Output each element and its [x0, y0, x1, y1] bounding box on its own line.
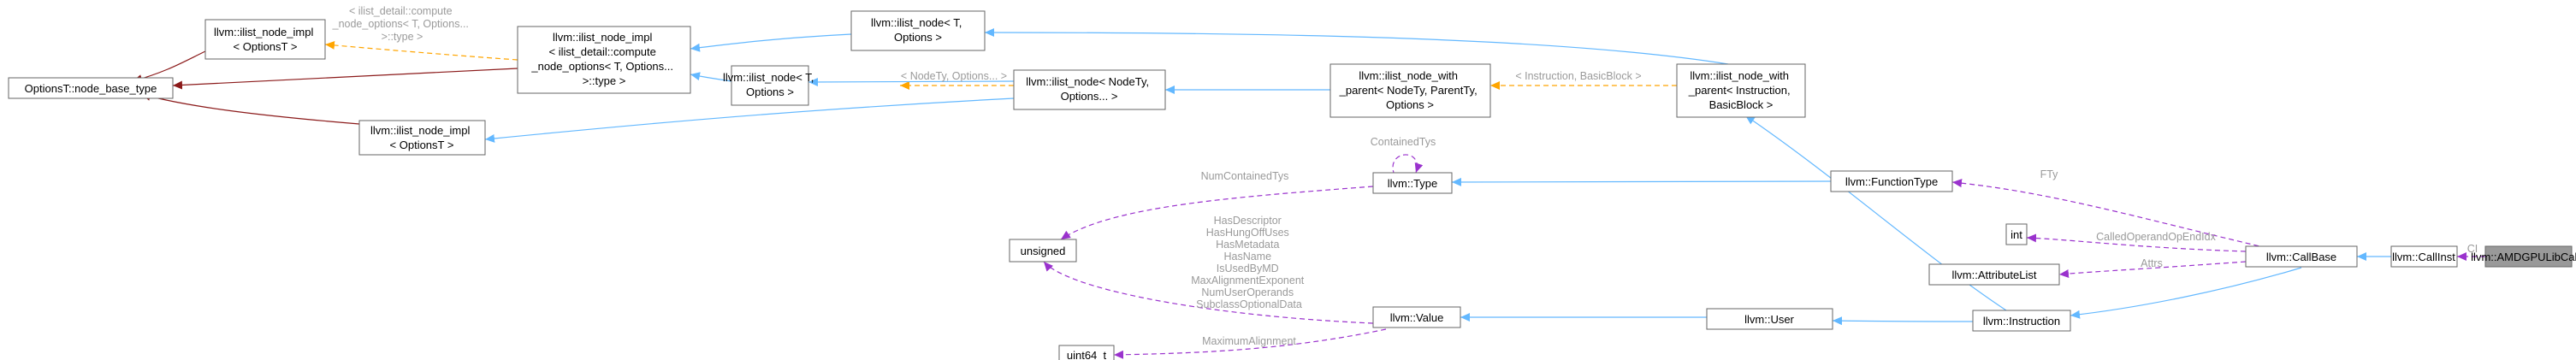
- node-ilist-node-impl-low[interactable]: llvm::ilist_node_impl < OptionsT >: [358, 120, 486, 156]
- svg-text:llvm::Type: llvm::Type: [1388, 177, 1438, 190]
- svg-text:int: int: [2010, 228, 2022, 241]
- label-value-fields: HasDescriptor HasHungOffUses HasMetadata…: [1191, 215, 1307, 310]
- nodes: llvm::ilist_node_impl < OptionsT > Optio…: [8, 10, 2576, 360]
- node-unsigned[interactable]: unsigned: [1009, 239, 1077, 263]
- svg-text:llvm::AMDGPULibCalls: llvm::AMDGPULibCalls: [2471, 251, 2576, 263]
- edge-callbase-to-functiontype: [1951, 179, 2268, 249]
- svg-text:llvm::ilist_node_impl: llvm::ilist_node_impl < OptionsT >: [370, 124, 473, 151]
- edge-inst-parent-to-top: [984, 28, 1729, 65]
- node-type[interactable]: llvm::Type: [1372, 172, 1453, 194]
- edge-template-compute: [324, 40, 518, 61]
- edge-type-self-contained: [1392, 154, 1424, 176]
- node-ilist-node-t-options-top[interactable]: llvm::ilist_node< T, Options >: [850, 10, 986, 51]
- svg-text:llvm::ilist_node_with: llvm::ilist_node_with _parent< Instructi…: [1688, 69, 1794, 111]
- node-ilist-node-with-parent-generic[interactable]: llvm::ilist_node_with _parent< NodeTy, P…: [1329, 63, 1491, 118]
- edge-value-to-uint64: [1113, 328, 1387, 359]
- edge-impl-low-to-base: [140, 92, 360, 125]
- svg-text:llvm::ilist_node< NodeTy,: llvm::ilist_node< NodeTy, Options... >: [1026, 75, 1152, 103]
- node-instruction[interactable]: llvm::Instruction: [1972, 310, 2071, 332]
- svg-text:llvm::CallBase: llvm::CallBase: [2266, 251, 2336, 263]
- edge-mid-to-impl-long: [690, 72, 732, 82]
- label-num-contained-tys: NumContainedTys: [1201, 170, 1289, 182]
- svg-text:llvm::ilist_node_impl: llvm::ilist_node_impl < OptionsT >: [214, 26, 317, 53]
- svg-text:llvm::ilist_node_impl: llvm::ilist_node_impl < ilist_detail::co…: [530, 31, 676, 87]
- node-ilist-node-impl-compute[interactable]: llvm::ilist_node_impl < ilist_detail::co…: [517, 26, 691, 94]
- edge-callbase-to-attributelist: [2058, 261, 2247, 278]
- edge-instruction-to-inst-parent: [1744, 115, 2007, 311]
- node-ilist-node-with-parent-instruction[interactable]: llvm::ilist_node_with _parent< Instructi…: [1676, 63, 1806, 118]
- node-function-type[interactable]: llvm::FunctionType: [1830, 170, 1953, 192]
- edges: [132, 28, 2486, 359]
- node-uint64-t[interactable]: uint64_t: [1058, 345, 1115, 360]
- node-options-node-base-type[interactable]: OptionsT::node_base_type: [8, 77, 174, 99]
- edge-impl-long-to-base: [172, 68, 518, 90]
- edge-type-to-unsigned: [1060, 186, 1374, 240]
- label-ci: CI: [2467, 243, 2478, 255]
- node-ilist-node-nodety[interactable]: llvm::ilist_node< NodeTy, Options... >: [1013, 69, 1166, 110]
- svg-text:llvm::Instruction: llvm::Instruction: [1983, 315, 2060, 328]
- svg-text:llvm::Value: llvm::Value: [1390, 311, 1444, 324]
- svg-text:llvm::FunctionType: llvm::FunctionType: [1845, 175, 1938, 188]
- label-inst-bb-template: < Instruction, BasicBlock >: [1515, 70, 1641, 82]
- node-call-inst[interactable]: llvm::CallInst: [2390, 245, 2458, 268]
- edge-callbase-to-int: [2026, 233, 2247, 252]
- edge-callbase-to-instruction: [2070, 267, 2302, 319]
- svg-text:llvm::ilist_node< T, O: llvm::ilist_node< T, Options >: [723, 71, 817, 98]
- edge-functiontype-to-type: [1451, 177, 1832, 186]
- edge-labels: < ilist_detail::compute _node_options< T…: [332, 5, 2478, 347]
- svg-text:OptionsT::node_base_type: OptionsT::node_base_type: [25, 82, 157, 95]
- label-maximum-alignment: MaximumAlignment: [1202, 335, 1296, 347]
- svg-text:llvm::ilist_node< T, O: llvm::ilist_node< T, Options >: [871, 16, 965, 44]
- label-fty: FTy: [2040, 168, 2059, 180]
- label-attrs: Attrs: [2141, 257, 2163, 269]
- svg-text:llvm::User: llvm::User: [1744, 313, 1794, 326]
- svg-text:llvm::AttributeList: llvm::AttributeList: [1952, 269, 2037, 281]
- edge-nodety-to-mid: [808, 77, 1015, 86]
- svg-text:unsigned: unsigned: [1021, 245, 1066, 257]
- label-compute-template: < ilist_detail::compute _node_options< T…: [332, 5, 472, 43]
- node-user[interactable]: llvm::User: [1706, 308, 1833, 330]
- edge-instruction-to-user: [1832, 316, 1974, 326]
- label-called-operand: CalledOperandOpEndIdx: [2096, 231, 2216, 243]
- label-nodety-template: < NodeTy, Options... >: [901, 70, 1007, 82]
- node-value[interactable]: llvm::Value: [1372, 306, 1461, 328]
- node-ilist-node-impl-small[interactable]: llvm::ilist_node_impl < OptionsT >: [204, 19, 326, 60]
- svg-text:llvm::CallInst: llvm::CallInst: [2392, 251, 2455, 263]
- svg-text:uint64_t: uint64_t: [1067, 349, 1107, 360]
- node-call-base[interactable]: llvm::CallBase: [2245, 245, 2358, 268]
- edge-top-to-impl-long: [690, 33, 852, 52]
- node-int[interactable]: int: [2005, 223, 2028, 245]
- label-contained-tys: ContainedTys: [1371, 136, 1436, 148]
- edge-value-to-unsigned: [1043, 261, 1374, 324]
- edge-nodety-to-impl-low: [484, 97, 1015, 143]
- svg-text:llvm::ilist_node_with: llvm::ilist_node_with _parent< NodeTy, P…: [1339, 69, 1481, 111]
- node-ilist-node-t-options-mid[interactable]: llvm::ilist_node< T, Options >: [723, 65, 817, 106]
- node-attribute-list[interactable]: llvm::AttributeList: [1928, 263, 2060, 286]
- node-amdgpu-lib-calls[interactable]: llvm::AMDGPULibCalls: [2471, 245, 2576, 268]
- edge-impl-small-to-base: [132, 50, 206, 83]
